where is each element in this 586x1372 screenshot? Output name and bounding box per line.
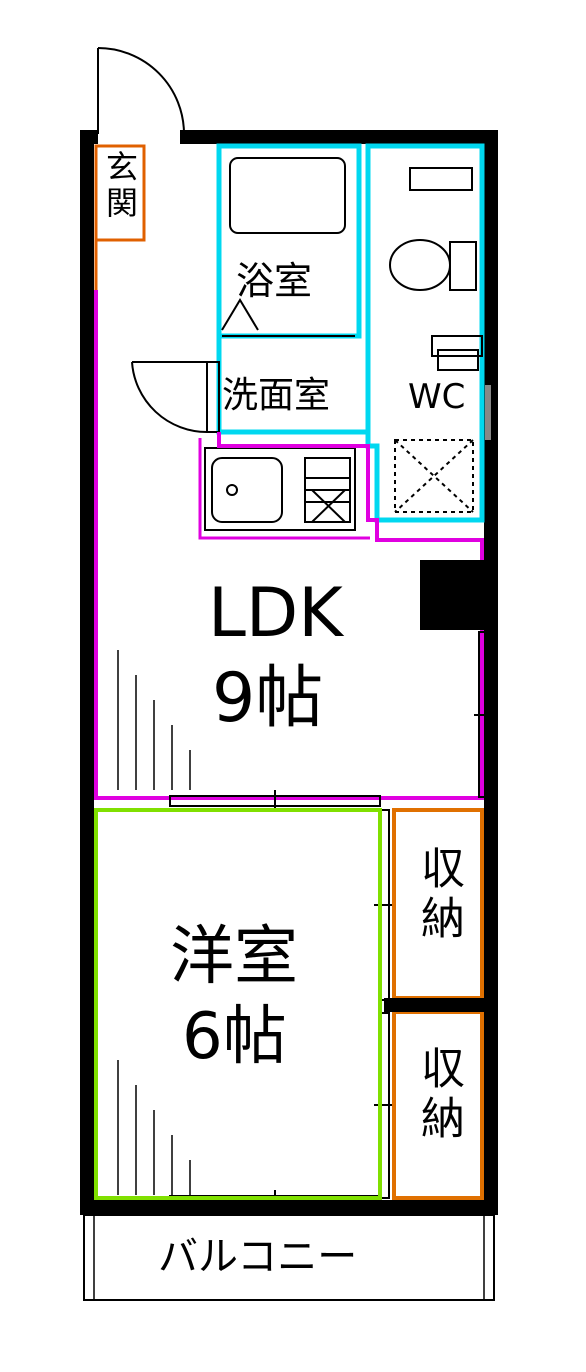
storage-2-label: 収納 — [413, 1045, 464, 1145]
western-room-size-label: 6帖 — [182, 1000, 287, 1074]
floor-hatch — [117, 650, 191, 1195]
ldk-label: LDK — [208, 574, 343, 653]
washroom-label: 洗面室 — [222, 375, 331, 416]
balcony-outline — [83, 1214, 495, 1301]
western-room-label: 洋室 — [170, 920, 298, 994]
western-room-outline — [94, 808, 382, 1200]
toilet-room — [365, 143, 491, 523]
wc-label: WC — [408, 377, 466, 417]
balcony-label: バルコニー — [158, 1234, 358, 1280]
entrance-label: 玄関 — [101, 150, 139, 222]
ldk-size-label: 9帖 — [212, 659, 324, 738]
bathroom — [216, 143, 362, 339]
entrance-door — [97, 47, 185, 135]
storage-1-label: 収納 — [413, 845, 464, 945]
outer-walls — [80, 130, 498, 1215]
bath-label: 浴室 — [236, 259, 313, 303]
kitchen — [204, 447, 356, 531]
